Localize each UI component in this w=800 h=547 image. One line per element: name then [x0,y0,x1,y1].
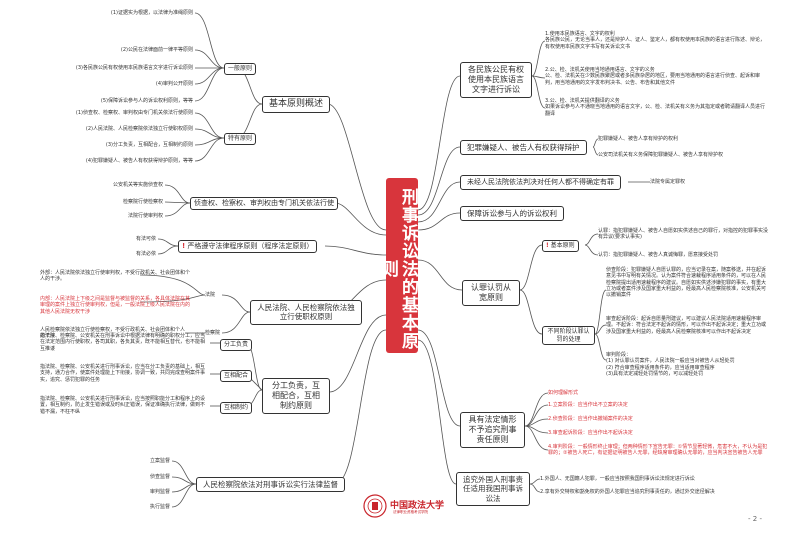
organ-item: 法院行使审判权 [127,213,163,219]
law-item: 有法可依 [135,236,156,242]
basic-item: 认罚：指犯罪嫌疑人、被告人真诚悔罪，愿意接受处罚 [598,252,719,258]
stage-item: 侦查阶段：犯罪嫌疑人自愿认罪的，应当记录在案，随案移送，并在起诉意见书中写明有关… [606,267,767,298]
stage-item: 审判阶段： (1) 对认罪认罚案件，人民法院一般应当对被告人从轻处罚 (2) 符… [606,352,735,377]
supervision-item: 审判监督 [149,489,170,495]
branch-basic-principles-overview[interactable]: 基本原则概述 [262,96,331,114]
law-item: 有法必依 [135,251,156,257]
university-subtitle: 法律职业资格考试学院 [393,510,428,514]
branch-protect-participants-rights[interactable]: 保障诉讼参与人的诉讼权利 [460,206,564,222]
court-node[interactable]: 法院 [205,292,216,298]
stage-handling-node[interactable]: 不同阶段认罪认罚的处理 [542,326,595,345]
general-item: (3)各民族公民有权使用本民族语言文字进行诉讼原则 [75,65,193,71]
supervision-item: 侦查监督 [149,474,170,480]
division-text: 指法院、检察院、公安机关在刑事诉讼中根据法律有明确的职权分工，应当在法定范围内行… [40,333,206,352]
branch-legal-supervision[interactable]: 人民检察院依法对刑事诉讼实行法律监督 [196,477,345,493]
exclamation-icon: ! [182,242,186,250]
general-item: (2)公民在法律面前一律平等原则 [120,47,193,53]
check-text: 指法院、检察院、公安机关进行刑事诉讼，应当按照职能分工和程序上的设置，相互制约，… [40,396,206,415]
university-name: 中国政法大学 [390,501,445,511]
court-outer-text: 外部：人民法院依法独立行使审判权，不受行政机关、社会团体和个人的干涉。 [40,270,191,283]
supervision-item: 立案监督 [149,458,170,464]
organ-item: 检察院行使检察权 [122,199,163,205]
central-topic[interactable]: 刑事诉讼法的基本原则 [378,178,418,353]
language-item: 3.公、检、法机关提供翻译的义务 如果诉讼参与人不通晓当地通用的语言文字，公、检… [545,98,766,117]
division-node[interactable]: 分工负责 [220,339,253,351]
branch-specialized-organs[interactable]: 侦查权、检察权、审判权由专门机关依法行使 [190,197,338,210]
exclamation-icon: ! [546,242,549,249]
procuratorate-text: 人民检察院依法独立行使检察权，不受行政机关、社会团体和个人的干涉 [40,327,186,340]
foreigner-item: 2.享有外交特权和豁免权的外国人犯罪应当追究刑事责任的，通过外交途径解决 [540,489,715,495]
branch-legal-procedure[interactable]: ! 严格遵守法律程序原则（程序法定原则） [178,240,318,253]
basic-principle-label: 基本原则 [550,242,575,249]
defense-item: 公安司法机关有义务保障犯罪嫌疑人、被告人享有辩护权 [598,152,724,158]
procuratorate-node[interactable]: 检察院 [205,330,221,336]
cooperation-node[interactable]: 互相配合 [220,370,253,382]
basic-principle-node[interactable]: ! 基本原则 [542,240,579,252]
foreigner-item: 1.外国人、无国籍人犯罪，一般应当按照我国刑事诉讼法规定进行诉讼 [540,476,695,482]
special-item: (3)分工负责，互相配合，互相制约原则 [105,142,193,148]
general-item: (1)证据实为根据，以法律为准绳原则 [110,10,193,16]
branch-no-prosecution-cases[interactable]: 具有法定情形不予追究刑事责任原则 [460,412,525,448]
legal-procedure-label: 严格遵守法律程序原则（程序法定原则） [187,242,314,250]
organ-item: 公安机关等实施侦查权 [112,182,163,188]
exclusive-conviction-item: 法院专属定罪权 [650,179,686,185]
no-prosecution-item: 3.审查起诉阶段：应当作出不起诉决定 [548,430,633,436]
no-prosecution-item: 2.侦查阶段：应当作出撤销案件的决定 [548,416,633,422]
branch-leniency-for-confession[interactable]: 认罪认罚从宽原则 [462,280,520,306]
special-item: (4)犯罪嫌疑人、被告人有权获得辩护原则，等等 [85,158,193,164]
special-item: (1)侦查权、检察权、审判权由专门机关依法行使原则 [75,110,193,116]
no-prosecution-item: 如何理解形式 [548,390,579,396]
branch-native-language[interactable]: 各民族公民有权使用本民族语言文字进行诉讼 [460,62,532,98]
cooperation-text: 指法院、检察院、公安机关进行刑事诉讼，应当在分工负责的基础上，相互支持，通力合作… [40,364,206,383]
check-node[interactable]: 互相制约 [220,402,253,414]
branch-foreigners-liability[interactable]: 追究外国人刑事责任适用我国刑事诉讼法 [456,472,530,507]
branch-no-guilt-without-judgment[interactable]: 未经人民法院依法判决对任何人都不得确定有罪 [460,175,621,190]
language-item: 2.公、检、法机关使用当地通用语言、文字的义务 公、检、法机关在少数民族聚居或者… [545,67,761,86]
branch-independent-powers[interactable]: 人民法院、人民检察院依法独立行使职权原则 [250,300,362,325]
general-item: (5)保障诉讼参与人的诉讼权利原则，等等 [100,98,193,104]
language-item: 1.使用本民族语言、文字的权利 各民族公民，无论当事人，还是辩护人、证人、鉴定人… [545,31,766,50]
no-prosecution-item: 4.审判阶段：一般情形终止审理；但两种情形下宣告无罪：①情节显著轻微，危害不大，… [548,444,768,457]
stage-item: 审查起诉阶段：起诉自愿量刑建议，可以建议人民法院适用速裁程序审理。不起诉：符合法… [606,316,767,335]
general-principles-node[interactable]: 一般原则 [224,63,257,75]
university-seal-icon [363,494,387,518]
basic-item: 认罪：指犯罪嫌疑人、被告人自愿如实供述自己的罪行，对指控的犯罪事实没有异议(要求… [598,228,769,241]
branch-division-cooperation-check[interactable]: 分工负责，互相配合，互相制约原则 [262,378,330,414]
supervision-item: 执行监督 [149,504,170,510]
page-number: - 2 - [748,515,762,523]
special-item: (2)人民法院、人民检察院依法独立行使职权原则 [85,126,193,132]
defense-item: 犯罪嫌疑人、被告人享有辩护的权利 [598,136,679,142]
special-principles-node[interactable]: 特有原则 [224,133,257,145]
no-prosecution-item: 1.立案阶段：应当作出不立案的决定 [548,402,628,408]
court-inner-text: 内部：人民法院上下级之间是监督与被监督的关系，各具体法院在其审理的案件上独立行使… [40,296,191,315]
general-item: (4)审判公开原则 [155,81,193,87]
branch-right-to-defense[interactable]: 犯罪嫌疑人、被告人有权获得辩护 [460,140,587,156]
